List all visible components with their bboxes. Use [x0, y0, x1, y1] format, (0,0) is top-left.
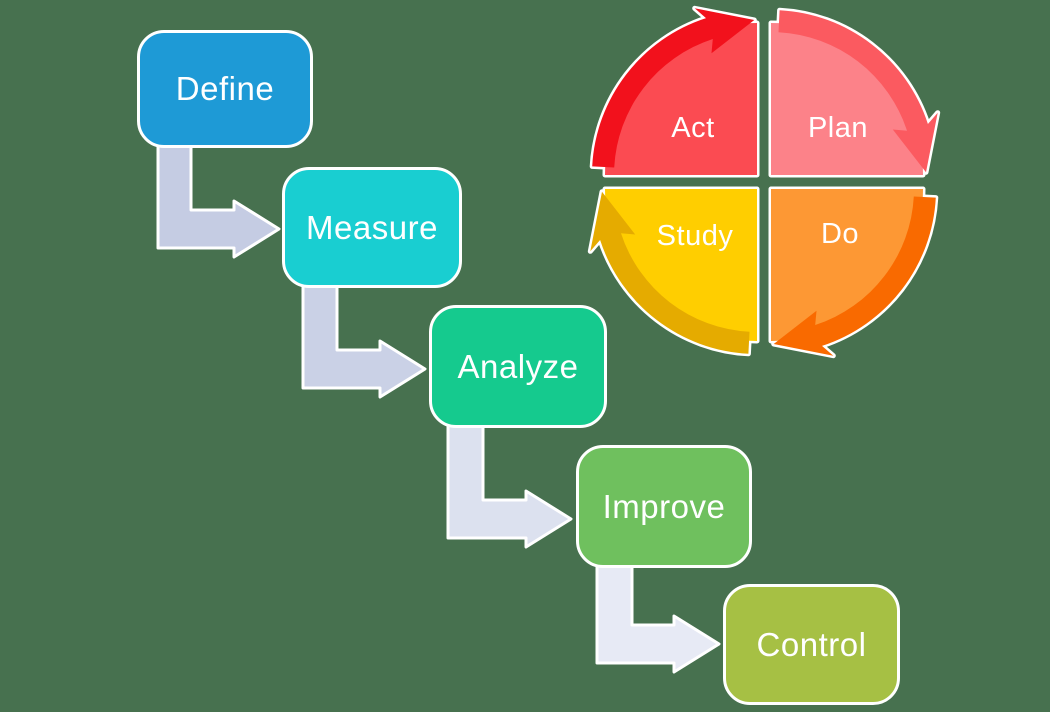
step-label-improve: Improve	[602, 487, 726, 525]
step-box-improve: Improve	[576, 445, 752, 568]
connector-arrow-analyze-improve	[446, 422, 573, 549]
pdsa-label-plan: Plan	[808, 112, 868, 144]
step-label-analyze: Analyze	[457, 347, 579, 385]
pdsa-quadrant-plan	[771, 10, 938, 175]
pdsa-quadrant-do	[771, 189, 936, 356]
pdsa-label-study: Study	[657, 220, 734, 252]
pdsa-label-do: Do	[821, 218, 859, 250]
connector-arrow-improve-control	[595, 562, 721, 674]
pdsa-label-act: Act	[671, 112, 714, 144]
step-box-analyze: Analyze	[429, 305, 607, 428]
pdsa-quadrant-act	[592, 8, 757, 175]
step-box-define: Define	[137, 30, 313, 148]
step-label-measure: Measure	[306, 208, 438, 246]
connector-arrow-measure-analyze	[301, 283, 427, 399]
step-box-measure: Measure	[282, 167, 462, 288]
step-label-control: Control	[756, 625, 867, 663]
pdsa-quadrant-study	[590, 189, 757, 354]
step-label-define: Define	[175, 70, 275, 107]
step-box-control: Control	[723, 584, 900, 705]
pdsa-cycle: Act Plan Study Do	[569, 0, 959, 377]
connector-arrow-define-measure	[156, 144, 281, 259]
